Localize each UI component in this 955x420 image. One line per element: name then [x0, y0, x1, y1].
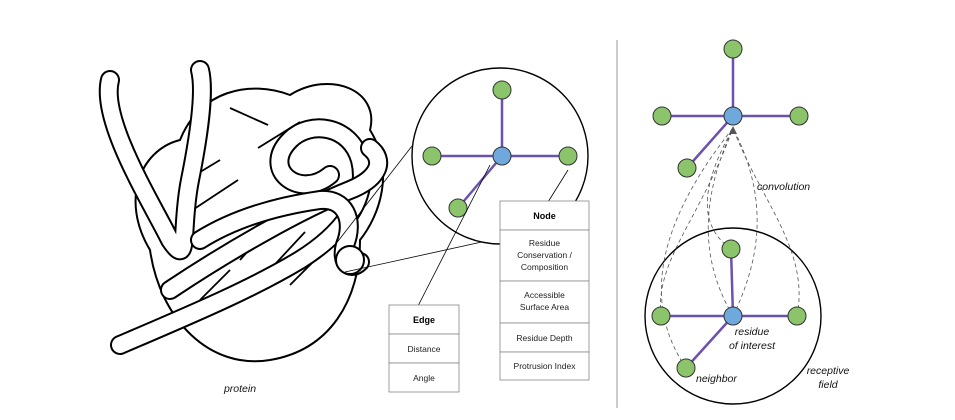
node-feature-line: Composition	[521, 262, 569, 272]
zoom-line-bottom	[344, 237, 501, 273]
graph-edge	[729, 248, 735, 317]
neighbor-node	[492, 80, 512, 100]
node-feature-table: Node Residue Conservation / Composition …	[499, 200, 590, 381]
graph-edge	[457, 155, 503, 209]
neighbor-node	[652, 106, 672, 126]
convolution-label: convolution	[757, 181, 810, 193]
center-node	[723, 306, 743, 326]
arrow-head	[729, 126, 737, 134]
node-feature-line: Surface Area	[520, 302, 569, 312]
dashed-arrow	[660, 127, 734, 369]
center-node	[492, 146, 512, 166]
residue-of-interest-label-line1: residue	[735, 326, 770, 338]
neighbor-label: neighbor	[696, 373, 737, 385]
node-table-title: Node	[533, 211, 556, 221]
edge-feature-line: Angle	[413, 373, 435, 383]
edge-feature-line: Distance	[407, 344, 440, 354]
receptive-field-graph	[651, 239, 807, 378]
dashed-arrow	[732, 127, 800, 317]
residue-of-interest-label-line2: of interest	[729, 340, 776, 352]
node-table-cell	[499, 229, 590, 282]
receptive-field-label-line1: receptive	[807, 365, 850, 377]
node-table-header-cell	[499, 200, 590, 231]
neighbor-node	[677, 158, 697, 178]
neighbor-node	[723, 39, 743, 59]
edge-table-cell	[388, 333, 460, 364]
neighbor-node	[422, 146, 442, 166]
dashed-arrow	[732, 127, 758, 317]
node-table-cell	[499, 322, 590, 353]
node-table-cell	[499, 351, 590, 381]
neighbor-node	[676, 358, 696, 378]
neighbor-node	[448, 198, 468, 218]
dashed-arrow	[707, 127, 734, 317]
node-feature-line: Conservation /	[517, 250, 572, 260]
neighbor-node	[558, 146, 578, 166]
neighbor-node	[651, 306, 671, 326]
edge-feature-table: Edge Distance Angle	[388, 304, 460, 393]
center-node	[723, 106, 743, 126]
convolution-dashed-arrows	[660, 126, 800, 369]
edge-table-title: Edge	[413, 315, 435, 325]
edge-pointer-line	[417, 164, 491, 307]
node-feature-line: Residue Depth	[516, 333, 573, 343]
node-pointer-line	[547, 169, 569, 203]
graph-edge	[685, 315, 734, 369]
neighbor-node	[789, 106, 809, 126]
protein-illustration	[98, 60, 389, 363]
node-feature-line: Residue	[529, 238, 560, 248]
edge-table-cell	[388, 362, 460, 393]
receptive-field-label-line2: field	[818, 379, 838, 391]
node-feature-line: Accessible	[524, 290, 565, 300]
protein-label: protein	[223, 383, 256, 395]
neighbor-node	[787, 306, 807, 326]
graph-edge	[686, 115, 734, 169]
neighbor-node	[721, 239, 741, 259]
dashed-arrow	[707, 127, 734, 250]
edge-table-header-cell	[388, 304, 460, 335]
convolution-output-graph	[652, 39, 809, 178]
node-feature-line: Protrusion Index	[514, 361, 577, 371]
zoomed-graph	[422, 80, 578, 218]
